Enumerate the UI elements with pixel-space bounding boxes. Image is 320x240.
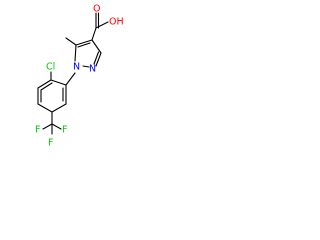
atom-label-f-right: F — [62, 125, 67, 136]
bond-ring-c4-carboxyl — [91, 27, 97, 41]
atom-label-f-left: F — [35, 125, 40, 136]
bond-n1-aryl — [65, 72, 76, 86]
bond-aryl-c5-c6 — [51, 103, 67, 113]
atom-label-n2: N — [89, 64, 96, 75]
atom-label-n1: N — [73, 62, 80, 73]
bond-ring-c4-c3 — [91, 39, 102, 54]
atom-label-f-bottom: F — [48, 138, 53, 149]
bond-carboxyl-c-oh — [95, 21, 109, 29]
bond-cf3-f-right — [51, 123, 62, 130]
bond-cf3-f-left — [42, 123, 53, 130]
bond-ring-c4-c5-a — [75, 39, 93, 46]
bond-aryl-c1-c2 — [50, 79, 67, 86]
bond-aryl-c4-c5 — [37, 103, 53, 113]
atom-label-oh: OH — [109, 17, 124, 28]
bond-c5-methyl — [65, 37, 77, 46]
chemical-structure-diagram: OH O N N Cl F F F — [35, 4, 124, 149]
atom-label-o: O — [93, 4, 100, 15]
bond-ring-n1-c5 — [74, 44, 77, 62]
bond-skeleton — [37, 12, 109, 135]
bond-ring-c3-n2-b — [93, 51, 100, 65]
bond-ring-c3-n2-a — [95, 52, 102, 67]
atom-labels: OH O N N Cl F F F — [35, 4, 124, 149]
bond-ring-n2-n1 — [82, 65, 90, 68]
bond-ring-c4-c5-b — [77, 42, 91, 48]
bond-aryl-c2-c3-inner — [40, 82, 53, 91]
bond-aryl-c2-c3 — [37, 79, 52, 89]
atom-label-cl: Cl — [46, 62, 55, 73]
